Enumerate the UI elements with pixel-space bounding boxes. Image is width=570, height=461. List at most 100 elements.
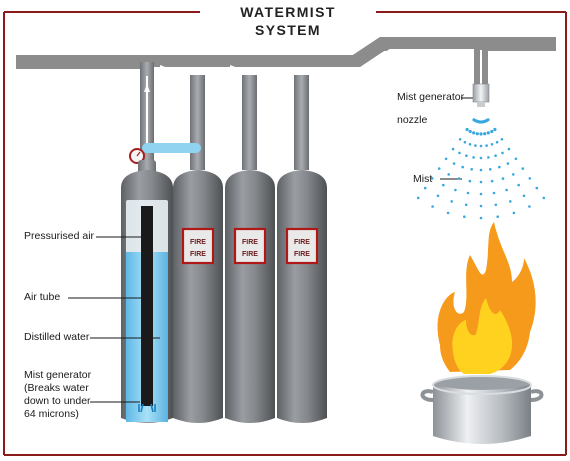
mist-nozzle — [472, 83, 490, 107]
mist-droplet — [528, 205, 531, 208]
mist-droplet — [466, 191, 470, 195]
mist-droplet — [468, 129, 472, 134]
pressure-gauge-icon — [129, 148, 145, 164]
feed-pipes — [140, 62, 309, 172]
label-line: (Breaks water — [24, 382, 89, 394]
mist-droplet — [506, 162, 510, 165]
mist-droplet — [474, 144, 477, 147]
mist-droplet — [485, 144, 488, 147]
mist-droplet — [431, 205, 434, 208]
mist-droplet — [489, 168, 492, 171]
frame — [3, 11, 567, 456]
mist-droplet — [492, 191, 496, 195]
mist-droplet — [479, 156, 483, 160]
mist-droplet — [447, 173, 451, 176]
label-air-tube: Air tube — [24, 291, 61, 303]
mist-droplet — [437, 167, 441, 170]
mist-droplet — [522, 194, 526, 198]
cylinder-badge-2: FIRE FIRE — [242, 239, 258, 258]
badge-line: FIRE — [294, 251, 310, 258]
badge-line: FIRE — [190, 251, 206, 258]
mist-droplet — [475, 132, 479, 136]
mist-droplet — [464, 203, 468, 207]
mist-droplet — [479, 144, 483, 148]
mist-droplet — [479, 180, 483, 184]
mist-droplet — [472, 156, 475, 159]
mist-droplet — [458, 151, 461, 155]
mist-droplet — [416, 196, 420, 200]
mist-droplet — [454, 188, 457, 192]
mist-droplet — [486, 118, 490, 122]
fire-icon — [437, 222, 536, 374]
mist-droplet — [501, 151, 504, 155]
air-tube — [141, 206, 153, 406]
mist-droplet — [472, 131, 476, 135]
mist-generator-icon — [138, 403, 156, 413]
badge-line: FIRE — [190, 239, 206, 246]
mist-droplet — [494, 154, 497, 157]
mist-droplet — [517, 183, 520, 187]
mist-droplet — [442, 183, 445, 187]
cylinder-1 — [121, 160, 173, 423]
mist-droplet — [457, 177, 461, 180]
label-line: Mist generator — [24, 369, 92, 381]
mist-droplet — [490, 179, 494, 183]
mist-droplet — [495, 140, 499, 144]
mist-droplet — [528, 177, 532, 180]
mist-droplet — [514, 157, 518, 161]
mist-droplet — [468, 143, 472, 146]
mist-droplet — [521, 167, 525, 170]
mist-droplet — [498, 165, 501, 169]
mist-droplet — [494, 203, 498, 207]
mist-droplet — [479, 168, 483, 172]
label-mist: Mist — [413, 173, 433, 185]
mist-droplet — [486, 131, 490, 135]
mist-droplet — [479, 216, 483, 220]
mist-droplet — [493, 127, 497, 132]
cylinder-3 — [225, 170, 275, 423]
mist-droplet — [458, 138, 462, 141]
mist-droplet — [465, 154, 468, 157]
cooking-pot-icon — [420, 375, 544, 444]
label-mist-generator: Mist generator (Breaks water down to und… — [24, 369, 114, 421]
mist-droplet — [430, 177, 434, 180]
cylinder-badge-1: FIRE FIRE — [190, 239, 206, 258]
flow-arrow-icon — [144, 84, 150, 92]
mist-droplet — [512, 211, 516, 215]
label-line: down to under — [24, 395, 91, 407]
mist-droplet — [500, 138, 504, 141]
label-distilled-water: Distilled water — [24, 331, 90, 343]
mist-droplet — [463, 140, 467, 144]
mist-droplet — [487, 156, 490, 159]
mist-droplet — [535, 186, 539, 190]
mist-droplet — [479, 192, 483, 196]
mist-droplet — [451, 147, 455, 151]
mist-droplet — [470, 168, 474, 171]
label-line: 64 microns) — [24, 408, 79, 420]
flow-arrow-icon — [230, 65, 238, 71]
label-pressurised-air: Pressurised air — [24, 230, 95, 242]
mist-droplet — [479, 132, 483, 136]
flow-arrow-icon — [160, 65, 168, 71]
mist-droplet — [501, 177, 505, 180]
label-nozzle-line1: Mist generator — [397, 91, 465, 103]
mist-droplet — [463, 215, 466, 218]
cylinder-badge-3: FIRE FIRE — [294, 239, 310, 258]
mist-droplet — [490, 143, 494, 146]
mist-droplet — [509, 200, 512, 203]
diagram-title: WATERMIST SYSTEM — [206, 3, 370, 38]
mist-droplet — [423, 186, 427, 190]
mist-droplet — [450, 200, 454, 203]
mist-droplet — [483, 132, 487, 136]
mist-spray — [416, 118, 546, 220]
mist-droplet — [496, 215, 500, 218]
label-nozzle-line2: nozzle — [397, 114, 428, 126]
mist-droplet — [512, 173, 515, 176]
badge-line: FIRE — [294, 239, 310, 246]
cylinder-2 — [173, 170, 223, 423]
mist-droplet — [505, 188, 508, 192]
mist-droplet — [446, 211, 450, 215]
mist-droplet — [468, 179, 472, 183]
